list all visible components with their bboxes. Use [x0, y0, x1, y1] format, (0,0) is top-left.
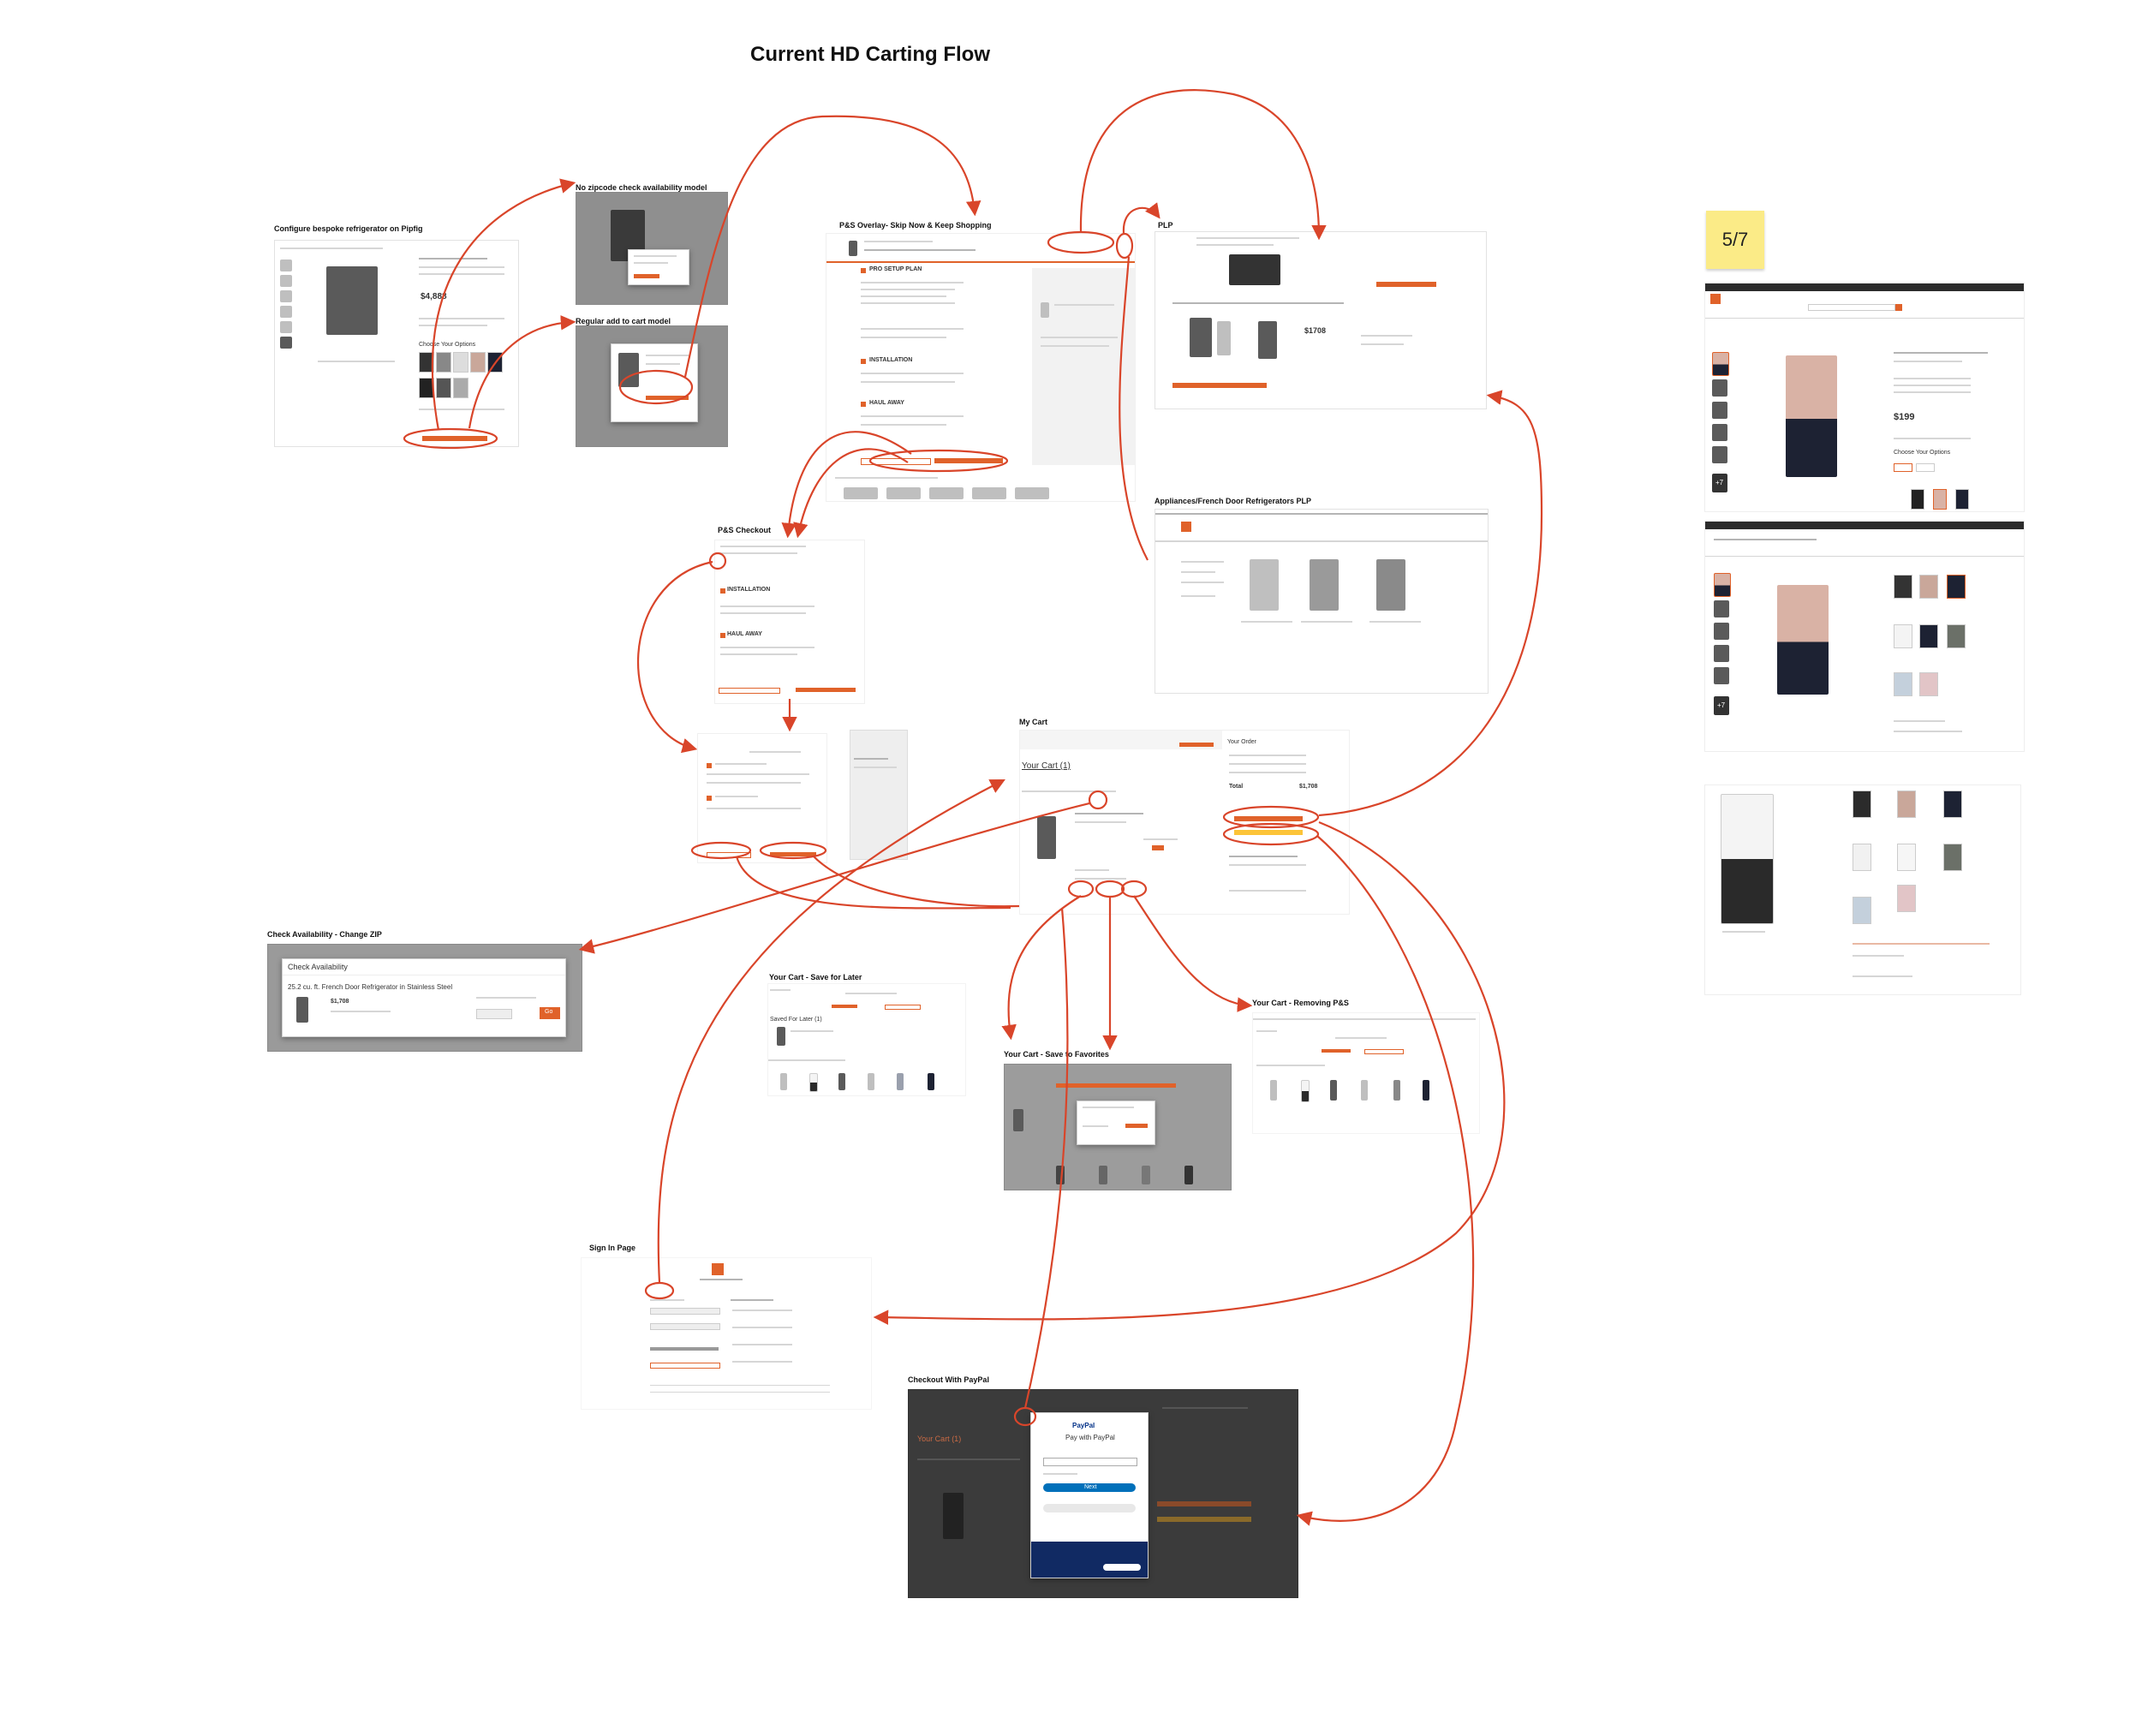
label-save-later: Your Cart - Save for Later: [769, 973, 862, 981]
check-availability-price: $1,708: [331, 999, 349, 1005]
screen-configure: $4,888 Choose Your Options: [274, 240, 519, 447]
label-save-favorites: Your Cart - Save to Favorites: [1004, 1050, 1109, 1059]
label-check-availability: Check Availability - Change ZIP: [267, 930, 382, 939]
paypal-email-input[interactable]: [1043, 1458, 1137, 1466]
configure-options-label: Choose Your Options: [419, 342, 476, 348]
label-ps-checkout: P&S Checkout: [718, 526, 772, 534]
screen-check-availability: Check Availability 25.2 cu. ft. French D…: [267, 944, 582, 1052]
configure-add-to-cart-button[interactable]: [422, 436, 487, 441]
ps-pro-setup: PRO SETUP PLAN: [869, 266, 922, 272]
plp-add-to-cart[interactable]: [1376, 282, 1436, 287]
screen-sign-in: [581, 1257, 872, 1410]
paypal-next-button[interactable]: Next: [1043, 1483, 1136, 1492]
label-configure: Configure bespoke refrigerator on Pipfig: [274, 224, 423, 233]
screen-pdp-2: +7: [1704, 521, 2025, 752]
paypal-next-label: Next: [1084, 1484, 1097, 1490]
label-my-cart: My Cart: [1019, 718, 1048, 726]
check-availability-title: Check Availability: [288, 963, 348, 971]
check-availability-modal: Check Availability 25.2 cu. ft. French D…: [282, 958, 566, 1037]
label-sign-in: Sign In Page: [589, 1244, 636, 1252]
screen-regular-atc: [576, 325, 728, 447]
screen-removing-ps: [1252, 1012, 1480, 1134]
screen-ps-sidebar: [850, 730, 908, 860]
pdp1-options: Choose Your Options: [1894, 450, 1951, 456]
paypal-modal: PayPal Pay with PayPal Next: [1030, 1412, 1149, 1578]
label-paypal: Checkout With PayPal: [908, 1375, 989, 1384]
check-availability-product: 25.2 cu. ft. French Door Refrigerator in…: [288, 983, 453, 991]
my-cart-order-heading: Your Order: [1227, 739, 1256, 745]
plp-package-button[interactable]: [1172, 383, 1267, 388]
checkout-haul: HAUL AWAY: [727, 631, 762, 637]
screen-no-zip: [576, 192, 728, 305]
check-availability-go-button[interactable]: [540, 1007, 560, 1019]
checkout-installation: INSTALLATION: [727, 587, 771, 593]
label-appliances-plp: Appliances/French Door Refrigerators PLP: [1155, 497, 1312, 505]
plp-price: $1708: [1304, 326, 1327, 335]
paypal-heading: Pay with PayPal: [1065, 1434, 1115, 1441]
screen-paypal: Your Cart (1) PayPal Pay with PayPal Nex…: [908, 1389, 1298, 1598]
screen-ps-overlay: PRO SETUP PLAN INSTALLATION HAUL AWAY: [826, 233, 1136, 502]
regular-atc-modal: [611, 343, 698, 422]
screen-pdp-swatches: [1704, 784, 2021, 995]
screen-my-cart: Your Cart (1) Your Order Total $1,708: [1019, 730, 1350, 915]
screen-plp: $1708: [1155, 231, 1487, 409]
label-removing-ps: Your Cart - Removing P&S: [1252, 999, 1349, 1007]
my-cart-checkout[interactable]: [1234, 816, 1303, 821]
page-indicator: 5/7: [1721, 229, 1749, 250]
label-plp: PLP: [1158, 221, 1173, 230]
paypal-cart-bg: Your Cart (1): [917, 1435, 962, 1443]
label-regular-atc: Regular add to cart model: [576, 317, 671, 325]
screen-ps-checkout-2: [697, 733, 827, 863]
my-cart-total-label: Total: [1229, 784, 1244, 790]
save-later-heading: Saved For Later (1): [770, 1017, 822, 1023]
configure-price: $4,888: [421, 292, 447, 301]
my-cart-total: $1,708: [1299, 784, 1318, 790]
ps-installation: INSTALLATION: [869, 357, 913, 363]
checkout-continue[interactable]: [796, 688, 856, 692]
diagram-title: Current HD Carting Flow: [750, 43, 990, 66]
screen-save-favorites: [1004, 1064, 1232, 1190]
no-zip-modal: [628, 249, 689, 285]
page-indicator-sticky: 5/7: [1706, 211, 1764, 269]
ps-add-button[interactable]: [934, 458, 1003, 463]
label-ps-overlay: P&S Overlay- Skip Now & Keep Shopping: [839, 221, 992, 230]
screen-pdp-1: +7 $199 Choose Your Options: [1704, 283, 2025, 512]
pdp2-more-count: +7: [1717, 701, 1726, 709]
paypal-logo: PayPal: [1072, 1422, 1095, 1429]
screen-appliances-plp: [1155, 509, 1489, 694]
my-cart-paypal[interactable]: [1234, 830, 1303, 835]
screen-save-later: Saved For Later (1): [767, 983, 966, 1096]
save-favorites-modal: [1077, 1101, 1155, 1145]
check-availability-go-label: Go: [545, 1009, 553, 1015]
ps-skip-button[interactable]: [861, 458, 931, 465]
ps-haul-away: HAUL AWAY: [869, 400, 904, 406]
screen-ps-checkout: INSTALLATION HAUL AWAY: [714, 540, 865, 704]
label-no-zip: No zipcode check availability model: [576, 183, 707, 192]
my-cart-heading: Your Cart (1): [1022, 761, 1071, 771]
pdp1-price: $199: [1894, 412, 1915, 422]
paypal-guest-button[interactable]: [1043, 1504, 1136, 1512]
pdp1-more-count: +7: [1715, 479, 1724, 486]
